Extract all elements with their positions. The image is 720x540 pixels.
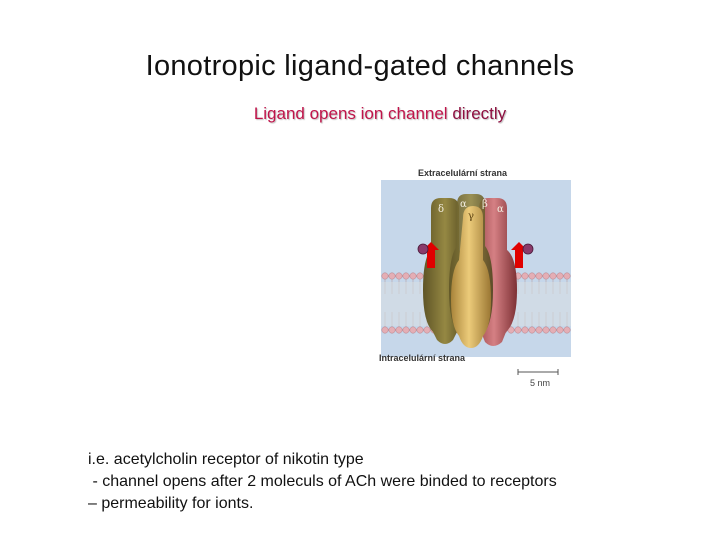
lipid-head — [409, 326, 417, 334]
label-intracellular: Intracelulární strana — [379, 353, 466, 363]
lipid-head — [556, 272, 564, 280]
lipid-head — [521, 326, 529, 334]
lipid-head — [409, 272, 417, 280]
subunit-label: γ — [468, 211, 474, 222]
lipid-head — [388, 326, 396, 334]
receptor-figure: δ α β γ α Extracelulární strana Intracel… — [375, 160, 575, 395]
lipid-head — [514, 326, 522, 334]
label-extracellular: Extracelulární strana — [418, 168, 508, 178]
lipid-head — [535, 326, 543, 334]
lipid-head — [416, 272, 424, 280]
lipid-head — [563, 272, 571, 280]
scale-label: 5 nm — [530, 378, 550, 388]
lipid-head — [416, 326, 424, 334]
lipid-head — [535, 272, 543, 280]
lipid-head — [423, 326, 431, 334]
subtitle-emphasis: directly — [452, 104, 507, 123]
receptor-diagram: δ α β γ α Extracelulární strana Intracel… — [379, 168, 571, 388]
ligand-left — [417, 243, 429, 255]
slide-title: Ionotropic ligand-gated channels — [145, 50, 575, 82]
lipid-head — [528, 326, 536, 334]
lipid-head — [388, 272, 396, 280]
lipid-head — [556, 326, 564, 334]
lipid-head — [542, 326, 550, 334]
subunit-label: β — [482, 199, 488, 210]
lipid-head — [542, 272, 550, 280]
lipid-head — [549, 272, 557, 280]
lipid-head — [549, 326, 557, 334]
lipid-head — [395, 272, 403, 280]
lipid-head — [563, 326, 571, 334]
caption-line: - channel opens after 2 moleculs of ACh … — [88, 473, 557, 490]
lipid-head — [381, 326, 389, 334]
caption-line: i.e. acetylcholin receptor of nikotin ty… — [88, 451, 364, 468]
subtitle-text: Ligand opens ion channel — [253, 104, 453, 123]
lipid-head — [381, 272, 389, 280]
lipid-head — [521, 272, 529, 280]
lipid-head — [402, 326, 410, 334]
subunit-gamma — [451, 206, 491, 348]
slide-subtitle: Ligand opens ion channel directly — [0, 104, 720, 124]
subunit-label: α — [460, 199, 467, 210]
lipid-head — [402, 272, 410, 280]
ligand-right — [522, 243, 534, 255]
subunit-label: δ — [438, 204, 444, 215]
lipid-head — [395, 326, 403, 334]
lipid-head — [528, 272, 536, 280]
caption: i.e. acetylcholin receptor of nikotin ty… — [88, 449, 688, 515]
caption-line: – permeability for ionts. — [88, 495, 254, 512]
subunit-label: α — [497, 204, 504, 215]
